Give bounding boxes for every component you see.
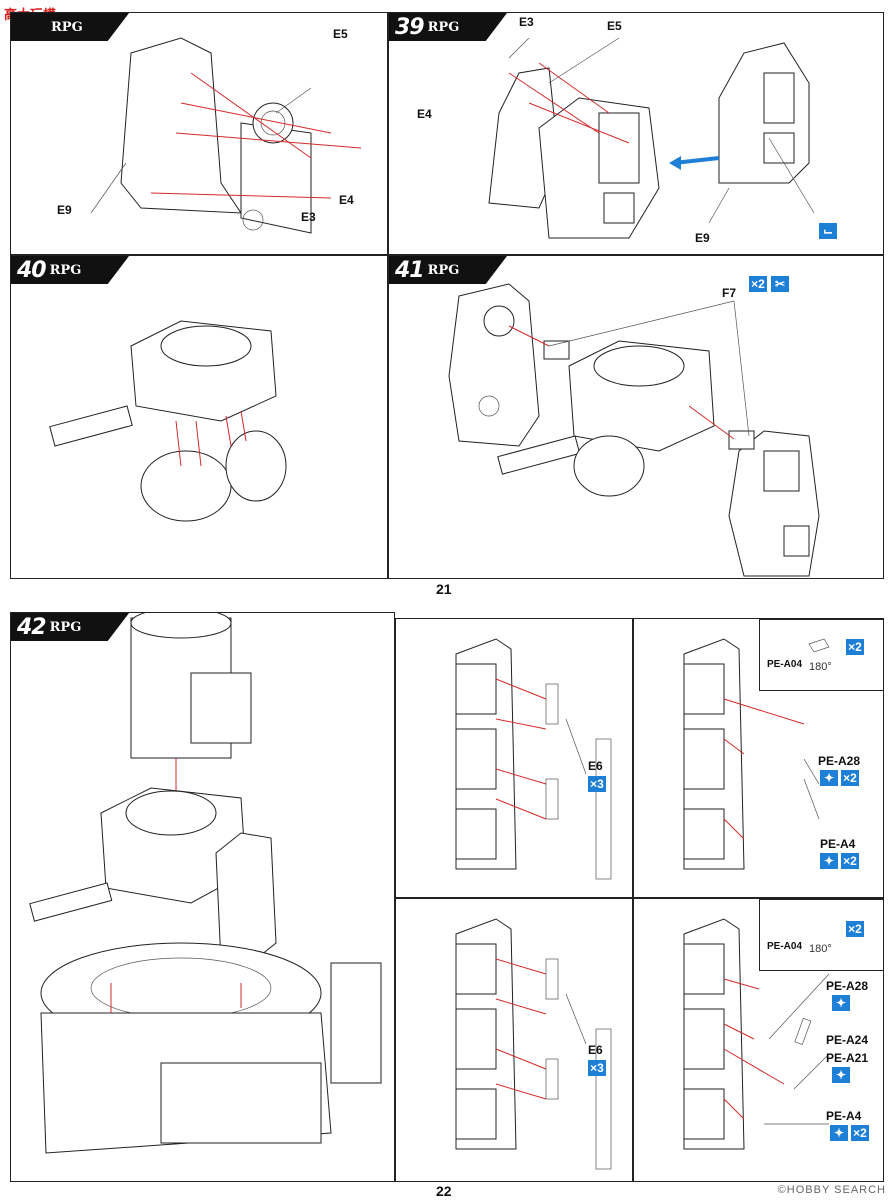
part-label-pe-a28: PE-A28: [818, 754, 861, 768]
part-label-f7: F7: [722, 286, 737, 300]
step-number: 40: [17, 257, 47, 283]
quantity-badge: ×2: [841, 853, 859, 869]
quantity-badge: ×3: [588, 1060, 606, 1076]
step-39-illustration: [488, 37, 815, 239]
page-number-22: 22: [436, 1183, 452, 1199]
part-label-e6: E6: [588, 759, 603, 773]
step-number: 41: [395, 257, 425, 283]
part-label-e5: E5: [607, 19, 622, 33]
step-number: 39: [395, 14, 425, 40]
glue-icon: ⌙: [819, 223, 837, 239]
part-label-e6: E6: [588, 1043, 603, 1057]
part-label-pe-a4: PE-A4: [826, 1109, 862, 1123]
brand-logo: RPG: [51, 19, 83, 35]
brand-logo: RPG: [49, 619, 82, 635]
brand-logo: RPG: [49, 262, 82, 278]
part-label-e9: E9: [695, 231, 710, 245]
glue-icon: ✦: [830, 1125, 848, 1141]
brand-logo: RPG: [427, 262, 460, 278]
quantity-badge: ×2: [851, 1125, 869, 1141]
step-42-sub-a-panel: E6 ×3: [395, 618, 633, 898]
step-40-illustration: [49, 320, 287, 522]
part-label-pe-a24: PE-A24: [826, 1033, 869, 1047]
step-42-illustration: [29, 613, 382, 1154]
quantity-badge: ×2: [749, 276, 767, 292]
step-42-sub-d-panel: PE-A04 180° ×2 PE-A28 ✦ PE-A24 PE-A21 ✦ …: [633, 898, 884, 1182]
rotation-label: 180°: [809, 943, 832, 955]
part-label-pe-a4: PE-A4: [820, 837, 856, 851]
glue-icon: ✦: [832, 995, 850, 1011]
footer-watermark: ©HOBBY SEARCH: [777, 1184, 886, 1196]
part-label-e4: E4: [417, 107, 432, 121]
part-label-pe-a04: PE-A04: [767, 941, 803, 952]
part-label-pe-a28: PE-A28: [826, 979, 869, 993]
quantity-badge: ×2: [846, 639, 864, 655]
brand-logo: RPG: [427, 19, 460, 35]
quantity-badge: ×2: [846, 921, 864, 937]
part-label-e5: E5: [333, 27, 348, 41]
cut-icon: ✂: [771, 276, 789, 292]
step-42-sub-c-panel: E6 ×3: [395, 898, 633, 1182]
glue-icon: ✦: [832, 1067, 850, 1083]
quantity-badge: ×3: [588, 776, 606, 792]
part-label-pe-a04: PE-A04: [767, 659, 803, 670]
sub-b-illustration: [683, 638, 830, 870]
step-38-illustration: [90, 37, 362, 234]
sub-d-illustration: [683, 918, 830, 1150]
callout-box: [759, 619, 883, 691]
sub-c-illustration: [455, 918, 612, 1170]
part-label-e4: E4: [339, 193, 354, 207]
page-number-21: 21: [436, 581, 452, 597]
part-label-pe-a21: PE-A21: [826, 1051, 869, 1065]
glue-icon: ✦: [820, 770, 838, 786]
part-label-e3: E3: [519, 15, 534, 29]
step-38-panel: RPG E5 E9 E3 E4: [10, 12, 388, 255]
part-label-e9: E9: [57, 203, 72, 217]
quantity-badge: ×2: [841, 770, 859, 786]
step-42-sub-b-panel: PE-A04 180° ×2 PE-A28 ✦ ×2 PE-A4 ✦ ×2: [633, 618, 884, 898]
step-38-badge: RPG: [11, 13, 129, 41]
part-label-e3: E3: [301, 210, 316, 224]
sub-a-illustration: [455, 638, 612, 880]
rotation-label: 180°: [809, 661, 832, 673]
step-41-illustration: [448, 283, 820, 577]
glue-icon: ✦: [820, 853, 838, 869]
step-number: 42: [17, 614, 47, 640]
